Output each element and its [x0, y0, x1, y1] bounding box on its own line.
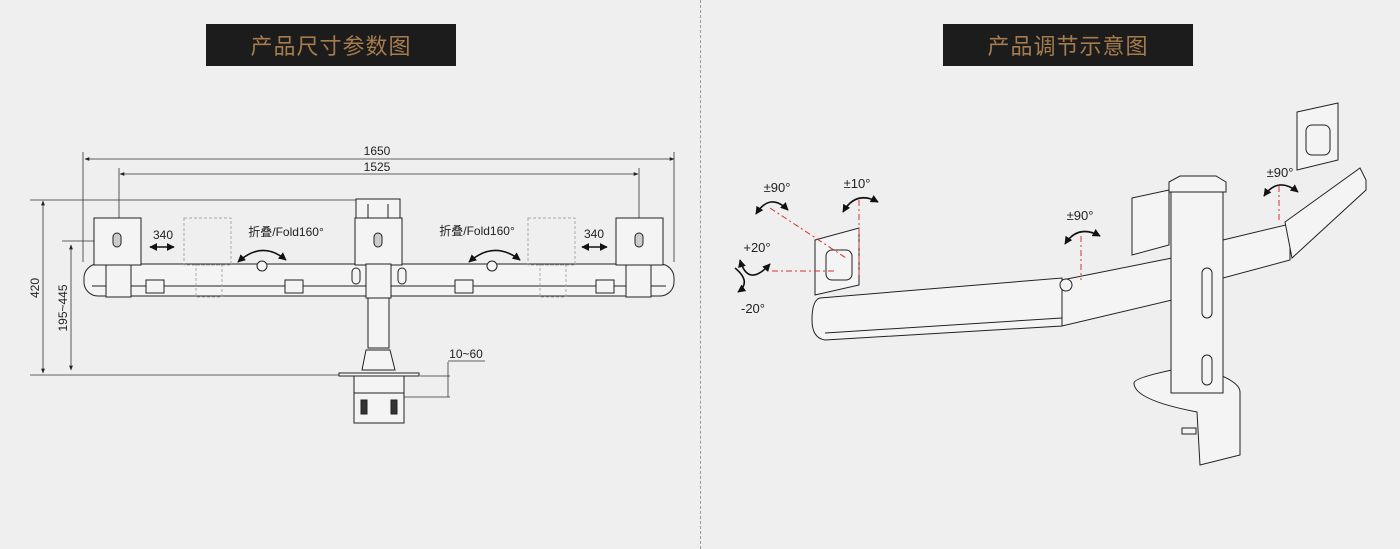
slide-arrows — [149, 243, 608, 263]
angle-tilt-down: -20° — [741, 301, 765, 316]
dimension-lines — [30, 152, 675, 398]
dim-height-range: 195~445 — [56, 284, 70, 331]
dim-slide-left: 340 — [153, 228, 173, 242]
fold-label-left: 折叠/Fold160° — [248, 224, 324, 239]
dim-slide-right: 340 — [584, 227, 604, 241]
panel-divider — [700, 0, 701, 549]
dim-plate-span: 1525 — [364, 160, 391, 174]
angle-swivel-left: ±10° — [844, 176, 871, 191]
mount-front-view — [83, 198, 675, 424]
fold-label-right: 折叠/Fold160° — [439, 223, 515, 238]
left-panel-title: 产品尺寸参数图 — [206, 24, 456, 66]
rotation-arrows — [734, 184, 1299, 293]
mount-isometric-view — [811, 102, 1367, 466]
angle-arm-joint: ±90° — [1067, 208, 1094, 223]
right-panel-title: 产品调节示意图 — [943, 24, 1193, 66]
dim-height: 420 — [28, 278, 42, 298]
angle-rotate-left: ±90° — [764, 180, 791, 195]
angle-right-arm: ±90° — [1267, 165, 1294, 180]
angle-tilt-up: +20° — [743, 240, 770, 255]
dim-desk-thickness: 10~60 — [449, 347, 483, 361]
dim-overall-width: 1650 — [364, 144, 391, 158]
